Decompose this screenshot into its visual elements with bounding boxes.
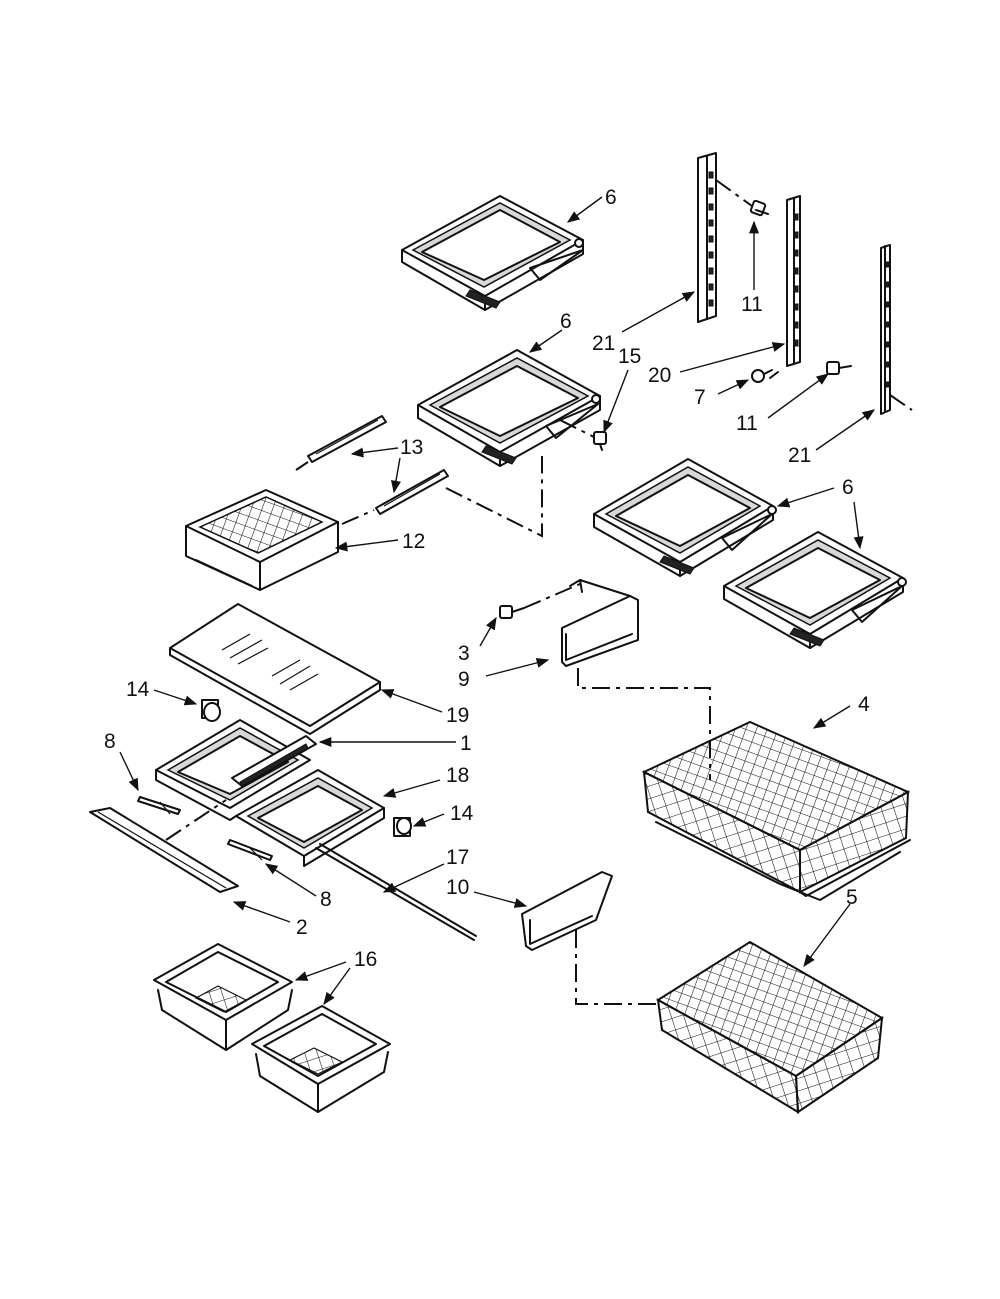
callout-3: 3 [458,642,470,665]
callout-17: 17 [446,846,469,869]
callout-8-center: 8 [320,888,332,911]
callout-7: 7 [694,386,706,409]
deli-drawer-part-12 [185,489,339,591]
callout-14-right: 14 [450,802,474,825]
crisper-pan-part-16-left [153,943,293,1051]
screw-part-15 [559,419,607,451]
glide-part-8-left [137,796,181,815]
basket-bracket-part-10 [521,871,660,1005]
screw-part-11-lower [826,361,852,375]
callout-6-middle: 6 [560,310,572,333]
callout-13: 13 [400,436,423,459]
front-trim-part-2 [89,799,239,893]
glide-part-8-center [227,839,273,861]
shelf-part-6-right-upper [593,458,777,577]
callout-21-left: 21 [592,332,615,355]
callout-8-left: 8 [104,730,116,753]
callout-9: 9 [458,668,470,691]
callout-20: 20 [648,364,671,387]
screw-part-7 [751,369,779,383]
callout-15: 15 [618,345,641,368]
shelf-rail-part-21-right [880,244,913,415]
callout-12: 12 [402,530,425,553]
callout-11-upper: 11 [741,293,763,316]
rod-part-17 [315,843,477,941]
shelf-part-6-middle [417,349,601,467]
callout-5: 5 [846,886,858,909]
wire-basket-part-4 [641,720,911,901]
callout-2: 2 [296,916,308,939]
leader-lines [119,196,876,1006]
callout-19: 19 [446,704,469,727]
end-cap-part-14-right [393,817,412,837]
callout-1: 1 [460,732,472,755]
callout-16: 16 [354,948,377,971]
drawer-slide-part-13-left [295,415,387,471]
callout-14-left: 14 [126,678,150,701]
screw-part-3 [499,583,581,619]
callout-4: 4 [858,693,870,716]
crisper-pan-part-16-right [251,1005,391,1113]
end-cap-part-14-left [201,699,221,722]
shelf-rail-part-20 [786,195,801,367]
callout-11-lower: 11 [736,412,758,435]
shelf-rail-part-21-left [697,152,717,323]
callout-21-right: 21 [788,444,811,467]
callout-labels: 6 6 21 15 11 20 7 11 21 13 12 6 3 9 4 14… [104,186,870,971]
callout-6-top: 6 [605,186,617,209]
center-divider-part-1 [231,735,317,787]
shelf-part-6-top [401,195,584,311]
shelf-part-6-right-lower [723,531,907,649]
callout-18: 18 [446,764,469,787]
callout-10: 10 [446,876,469,899]
crisper-cover-frame-part-18 [155,719,385,867]
callout-6-right: 6 [842,476,854,499]
wire-basket-part-5 [656,940,884,1114]
basket-bracket-part-9 [561,579,711,780]
glass-shelf-part-19 [169,603,381,735]
drawer-slide-part-13-right [341,456,543,538]
screw-part-11-upper [715,179,769,217]
